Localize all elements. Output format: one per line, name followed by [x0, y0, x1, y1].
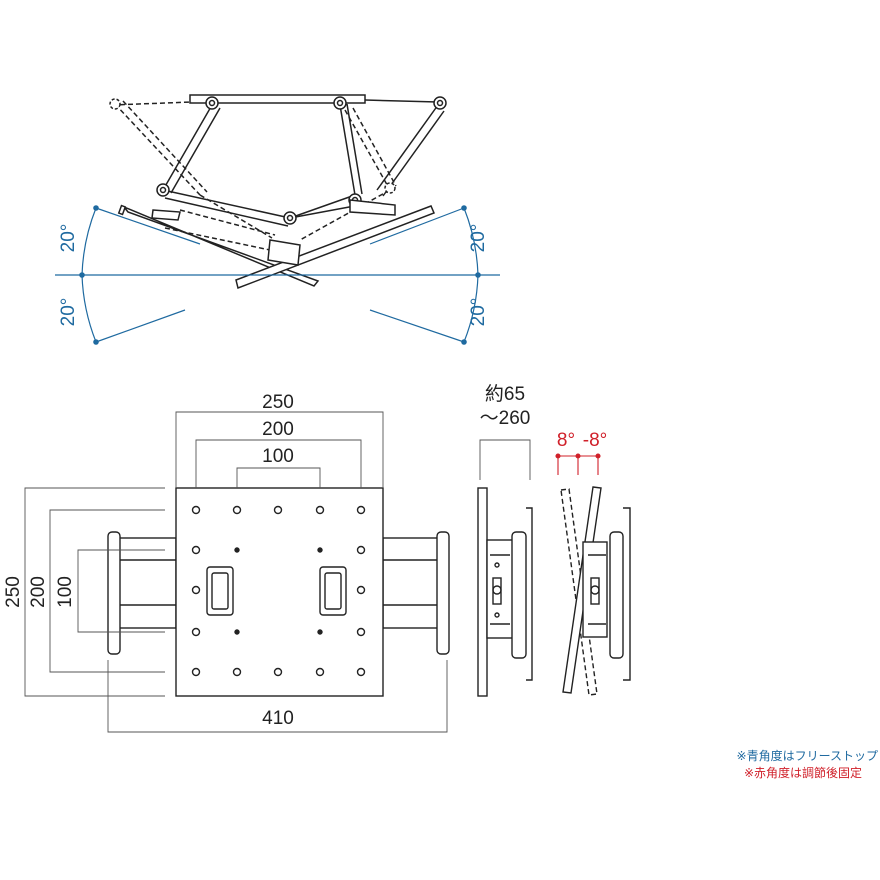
dim-width-250: 250: [262, 392, 294, 413]
wall-plate: [189, 94, 366, 104]
dim-width-200: 200: [262, 419, 294, 440]
front-dimension-lines: [24, 411, 448, 733]
tilt-view: [560, 486, 631, 696]
angle-right-upper: 20°: [468, 224, 489, 253]
mount-plate: [175, 487, 384, 697]
depth-line-1: 約65: [485, 383, 525, 405]
pivot-left: [107, 531, 121, 655]
note-red-angle: ※赤角度は調節後固定: [744, 765, 862, 780]
dim-width-410: 410: [262, 708, 294, 729]
dim-height-100: 100: [55, 576, 76, 608]
depth-line-2: ～260: [480, 408, 531, 429]
tv-panels: [117, 199, 435, 290]
arm-left: [117, 537, 177, 629]
angle-left-lower: 20°: [58, 298, 79, 327]
angle-right-lower: 20°: [468, 298, 489, 327]
angle-left-upper: 20°: [58, 224, 79, 253]
joints: [109, 96, 447, 225]
front-view: [107, 487, 450, 697]
side-view: [477, 487, 533, 697]
vesa-holes: [191, 505, 366, 677]
tilt-up-angle: 8°: [557, 430, 575, 451]
top-view: [109, 94, 447, 290]
arm-right: [382, 537, 442, 629]
side-plate: [477, 487, 488, 697]
tilt-angle-guides: [555, 453, 601, 475]
slot-right: [319, 566, 347, 616]
rotation-angle-guides: [55, 205, 500, 345]
depth-dimension: [479, 439, 531, 480]
solid-arms: [162, 99, 445, 227]
note-blue-angle: ※青角度はフリーストップ: [737, 748, 878, 763]
tilt-down-angle: -8°: [583, 430, 608, 451]
pivot-right: [436, 531, 450, 655]
dim-width-100: 100: [262, 446, 294, 467]
slot-left: [206, 566, 234, 616]
dim-height-200: 200: [28, 576, 49, 608]
dim-height-250: 250: [3, 576, 24, 608]
